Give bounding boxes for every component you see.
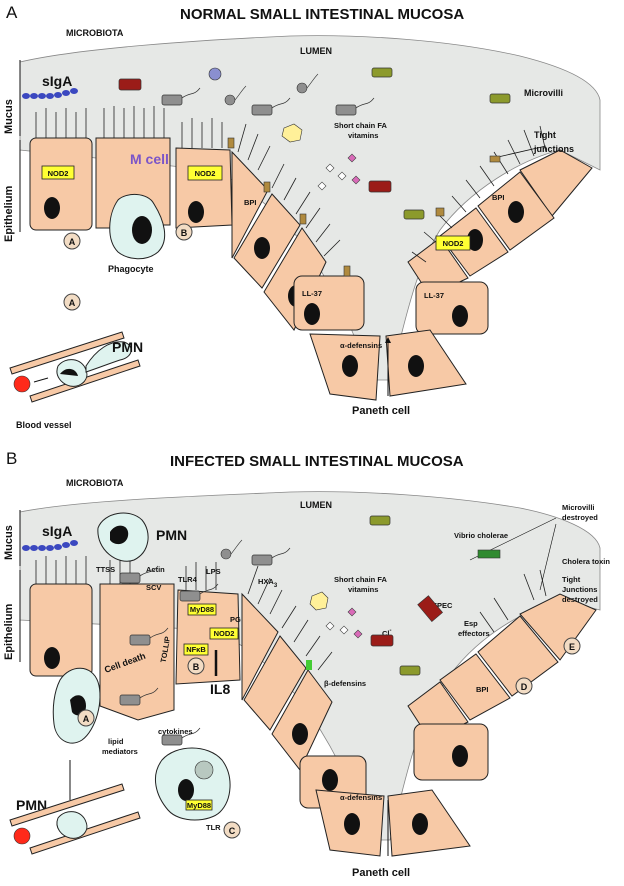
myd88-label-b2: MyD88 — [187, 801, 211, 810]
tight-label-a1: Tight — [534, 130, 556, 140]
cholera-toxin-label: Cholera toxin — [562, 557, 610, 566]
esp-label-2: effectors — [458, 629, 490, 638]
macrophage-c: MyD88 TLR lipid mediators cytokines — [102, 727, 231, 832]
side-labels-a: Mucus Epithelium — [3, 60, 21, 242]
nod2-label-a3: NOD2 — [443, 239, 464, 248]
hxa3-label: HXA3 — [258, 577, 278, 589]
blood-vessel-a: PMN Blood vessel — [9, 331, 143, 430]
tlr4-label: TLR4 — [178, 575, 198, 584]
marker-b-b: B — [193, 662, 200, 672]
myd88-label-b1: MyD88 — [190, 605, 214, 614]
nfkb-label: NFκB — [186, 645, 206, 654]
marker-e: E — [569, 642, 575, 652]
marker-b-a: B — [181, 228, 188, 238]
panel-a-letter: A — [6, 3, 18, 22]
scv-label: SCV — [146, 583, 161, 592]
bacteria-a — [118, 67, 511, 220]
ll37-label-a1: LL-37 — [302, 289, 322, 298]
phagocyte-label: Phagocyte — [108, 264, 154, 274]
marker-d: D — [521, 682, 528, 692]
cytokines-label: cytokines — [158, 727, 193, 736]
microvilli-label-a: Microvilli — [524, 88, 563, 98]
epithelium-label-a: Epithelium — [3, 186, 15, 242]
short-chain-label-b2: vitamins — [348, 585, 378, 594]
tight-label-b1: Tight — [562, 575, 581, 584]
panel-b-title: INFECTED SMALL INTESTINAL MUCOSA — [170, 453, 464, 470]
siga-label-a: sIgA — [42, 73, 72, 89]
panel-a: A NORMAL SMALL INTESTINAL MUCOSA NOD2 M … — [3, 3, 601, 430]
iga-chain-icon-a — [22, 88, 78, 99]
tlr-label: TLR — [206, 823, 221, 832]
blood-vessel-label: Blood vessel — [16, 420, 72, 430]
alpha-defensins-label-a: α-defensins — [340, 341, 382, 350]
ll37-label-a2: LL-37 — [424, 291, 444, 300]
paneth-cell-label-a: Paneth cell — [352, 405, 410, 417]
epithelium-b-left: Cell death TOLLIP MyD88 NOD2 NFκB PG IL8 — [29, 556, 241, 721]
microvilli-label-b2: destroyed — [562, 513, 598, 522]
marker-a-b: A — [83, 714, 90, 724]
bpi-label-b: BPI — [476, 685, 489, 694]
epec-label: EPEC — [432, 601, 453, 610]
crypt-a-left: BPI LL-37 — [231, 123, 365, 331]
tight-label-b2: Junctions — [562, 585, 597, 594]
siga-label-b: sIgA — [42, 523, 72, 539]
nod2-label-a2: NOD2 — [195, 169, 216, 178]
side-labels-b: Mucus Epithelium — [3, 510, 21, 662]
panel-b-letter: B — [6, 449, 17, 468]
marker-c: C — [229, 826, 236, 836]
pmn-bottom-label: PMN — [16, 797, 47, 813]
microvilli-label-b1: Microvilli — [562, 503, 595, 512]
m-cell-label: M cell — [130, 151, 169, 167]
phagocyte-a: Phagocyte — [108, 194, 166, 274]
lps-label: LPS — [206, 567, 221, 576]
microbiota-label-b: MICROBIOTA — [66, 478, 124, 488]
crypt-b-bottom: α-defensins Paneth cell — [315, 789, 471, 879]
pmn-top-b — [97, 512, 149, 562]
lipid-label-2: mediators — [102, 747, 138, 756]
cl-label: Cl- — [382, 628, 392, 638]
crypt-a-bottom: α-defensins Paneth cell — [309, 329, 467, 417]
mucus-label-a: Mucus — [3, 99, 15, 134]
paneth-cell-label-b: Paneth cell — [352, 867, 410, 879]
microbiota-label-a: MICROBIOTA — [66, 28, 124, 38]
ttss-label: TTSS — [96, 565, 115, 574]
beta-defensins-label: β-defensins — [324, 679, 366, 688]
tight-junctions-a — [227, 137, 501, 277]
esp-label-1: Esp — [464, 619, 478, 628]
lipid-label-1: lipid — [108, 737, 124, 746]
bpi-label-a1: BPI — [244, 198, 257, 207]
bpi-label-a2: BPI — [492, 193, 505, 202]
crypt-b-right: BPI — [407, 569, 597, 781]
markers-a: A B A — [63, 223, 193, 311]
nod2-label-b: NOD2 — [214, 629, 235, 638]
actin-label: Actin — [146, 565, 165, 574]
pmn-top-label: PMN — [156, 527, 187, 543]
panel-a-title: NORMAL SMALL INTESTINAL MUCOSA — [180, 6, 464, 23]
mucus-label-b: Mucus — [3, 525, 15, 560]
iga-chain-icon-b — [22, 540, 78, 551]
epithelium-label-b: Epithelium — [3, 604, 15, 660]
vibrio-label: Vibrio cholerae — [454, 531, 508, 540]
alpha-defensins-label-b: α-defensins — [340, 793, 382, 802]
short-chain-label-b1: Short chain FA — [334, 575, 388, 584]
pg-label: PG — [230, 615, 241, 624]
panel-b: B INFECTED SMALL INTESTINAL MUCOSA Mucus… — [3, 449, 610, 879]
markers-b: A B C D E — [77, 637, 581, 839]
marker-a1: A — [69, 237, 76, 247]
crypt-a-right: BPI NOD2 LL-37 — [407, 125, 593, 335]
tight-label-a2: junctions — [533, 144, 574, 154]
lumen-label-b: LUMEN — [300, 500, 332, 510]
short-chain-label-a2: vitamins — [348, 131, 378, 140]
lumen-label-a: LUMEN — [300, 46, 332, 56]
bacteria-b — [119, 515, 501, 746]
pmn-label-a: PMN — [112, 339, 143, 355]
marker-a2: A — [69, 298, 76, 308]
tight-label-b3: destroyed — [562, 595, 598, 604]
nod2-label-a1: NOD2 — [48, 169, 69, 178]
short-chain-label-a1: Short chain FA — [334, 121, 388, 130]
il8-label: IL8 — [210, 681, 230, 697]
